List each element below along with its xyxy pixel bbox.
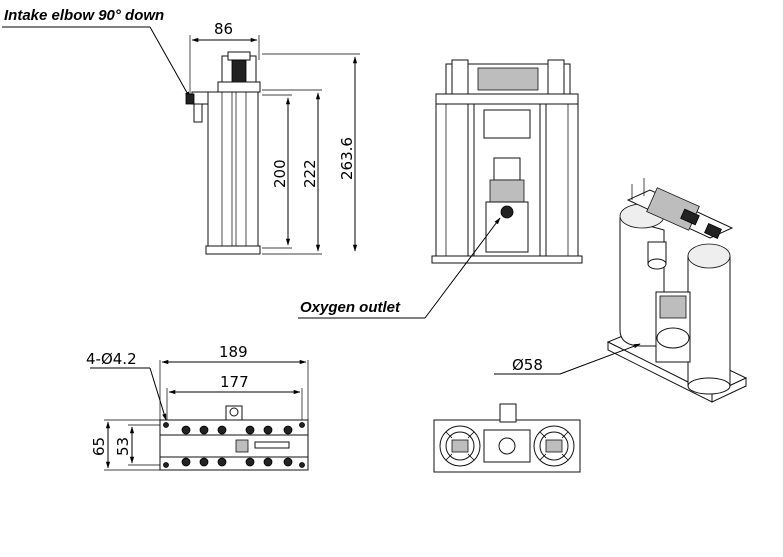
dim-width-53: 53 bbox=[114, 437, 132, 456]
dim-width-86: 86 bbox=[214, 20, 233, 38]
dim-diameter-58: Ø58 bbox=[512, 356, 543, 374]
oxygen-callout: Oxygen outlet bbox=[298, 217, 501, 319]
isometric-view: Ø58 bbox=[494, 178, 748, 403]
top-view bbox=[433, 403, 581, 473]
intake-callout: Intake elbow 90° down bbox=[2, 7, 191, 99]
oxygen-label: Oxygen outlet bbox=[300, 299, 401, 316]
dim-length-177: 177 bbox=[220, 373, 249, 391]
dim-width-65: 65 bbox=[90, 437, 108, 456]
side-view bbox=[431, 59, 583, 264]
bottom-view: 189 177 4-Ø4.2 6 bbox=[86, 343, 309, 471]
dim-length-189: 189 bbox=[219, 343, 248, 361]
dim-holes: 4-Ø4.2 bbox=[86, 350, 137, 368]
dim-height-200: 200 bbox=[271, 159, 289, 188]
dim-height-222: 222 bbox=[301, 159, 319, 188]
front-view: 86 200 222 263.6 bbox=[185, 20, 360, 255]
intake-label: Intake elbow 90° down bbox=[4, 7, 164, 24]
dim-height-263-6: 263.6 bbox=[338, 137, 356, 180]
